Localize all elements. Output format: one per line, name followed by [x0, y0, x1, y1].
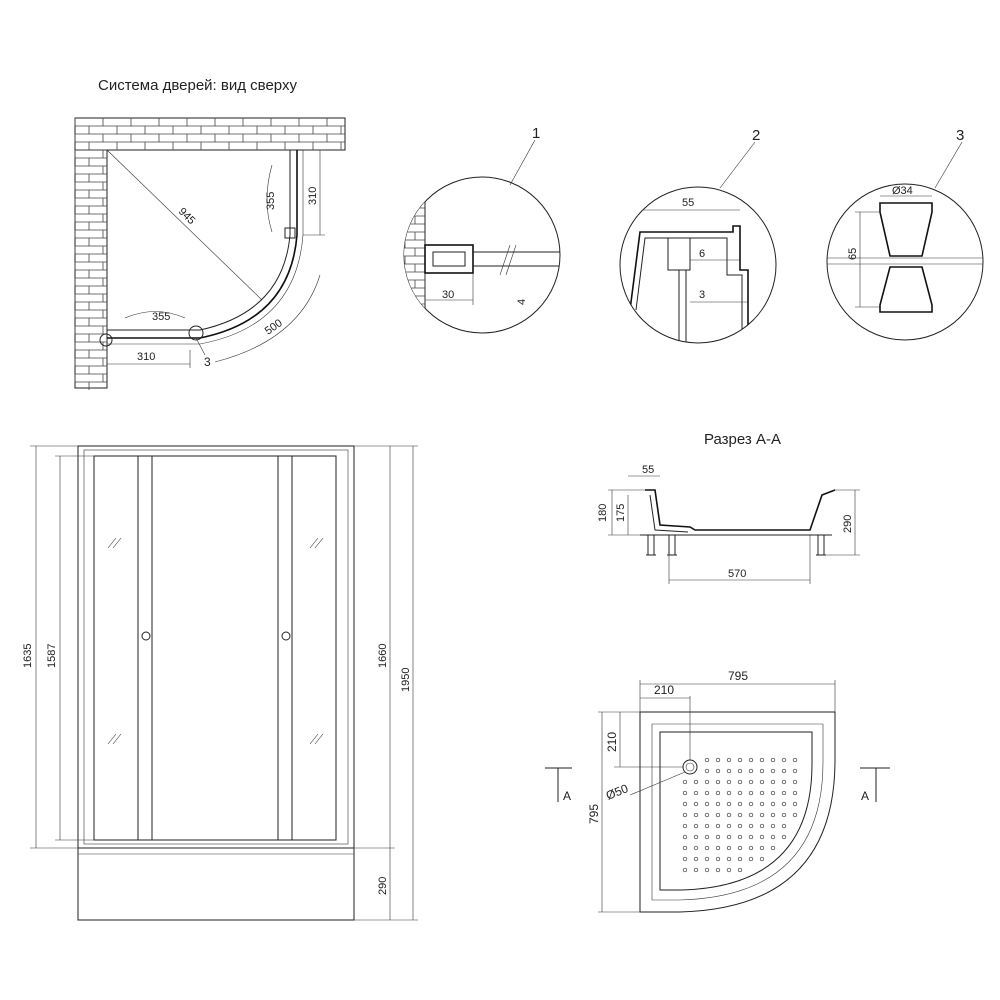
right-door-handle: [281, 631, 291, 641]
section-dim-570: 570: [728, 568, 746, 580]
right-310-label: 310: [307, 187, 319, 205]
detail-3: 3 Ø34 65: [826, 127, 984, 341]
section-dim-55: 55: [642, 464, 654, 476]
front-view: 1635 1587 1660 1950 290: [22, 445, 418, 921]
dim-290-label: 290: [377, 877, 389, 895]
drain-diameter-leader: [629, 771, 686, 796]
section-dim-290: 290: [842, 515, 854, 533]
detail-2-tray-edge: [629, 225, 749, 343]
curved-door-frame: [107, 150, 304, 345]
hinge-circle-left: [99, 333, 113, 347]
hinge-block-right: [284, 227, 296, 239]
radius-dimension-arc: [214, 274, 321, 363]
detail-2-dim-3: 3: [699, 289, 705, 301]
right-fixed-panel: [291, 455, 337, 841]
section-dim-180: 180: [597, 504, 609, 522]
left-door-handle: [141, 631, 151, 641]
left-fixed-panel: [93, 455, 139, 841]
detail-3-number: 3: [956, 127, 964, 144]
tray-plan: 795 210 795 210 Ø50 A A: [545, 669, 890, 913]
bottom-door-swing-arc: [124, 311, 186, 319]
bottom-355-label: 355: [152, 311, 170, 323]
tray-front: [77, 847, 355, 921]
dim-1950-label: 1950: [400, 668, 412, 692]
bottom-310-label: 310: [137, 351, 155, 363]
detail-2-number: 2: [752, 127, 760, 144]
section-mark-right: A: [860, 767, 890, 803]
diagonal-label: 945: [176, 206, 197, 227]
section-mark-right-label: A: [861, 789, 869, 803]
section-tray-profile: [645, 489, 836, 531]
cabin-frame: [77, 445, 355, 849]
detail-3-knob-bottom: [879, 266, 933, 313]
tray-depth-label: 795: [587, 804, 601, 824]
detail-3-knob-top: [879, 202, 933, 257]
tray-anti-slip-dots: [682, 757, 798, 873]
dim-1635-label: 1635: [22, 644, 34, 668]
curved-door-inner: [107, 150, 291, 331]
hinge-circle-bottom: [188, 325, 204, 341]
top-view-callout-3: 3: [204, 355, 211, 369]
top-view: Система дверей: вид сверху 945 500 310 3…: [74, 77, 346, 390]
section-title: Разрез А-А: [704, 431, 781, 448]
detail-1-circle: [403, 176, 561, 334]
detail-2-dim-6: 6: [699, 248, 705, 260]
tray-outline: [639, 711, 836, 913]
detail-3-circle: [826, 183, 984, 341]
glass-reflection-marks: [107, 537, 324, 745]
drain-diameter-label: Ø50: [604, 781, 631, 803]
detail-2-circle: [619, 186, 777, 344]
diagonal-dimension-line: [106, 149, 263, 301]
tray-width-label: 795: [728, 669, 748, 683]
section-mark-left-label: A: [563, 789, 571, 803]
drain-y-label: 210: [605, 732, 619, 752]
detail-1: 1 30 4: [403, 125, 561, 334]
curved-door-outer: [107, 150, 298, 339]
detail-1-profile: [424, 244, 474, 274]
radius-label: 500: [263, 317, 285, 337]
right-door-swing-arc: [266, 164, 273, 233]
top-view-title: Система дверей: вид сверху: [98, 77, 297, 94]
section-dim-175: 175: [615, 504, 627, 522]
dim-1587-label: 1587: [46, 644, 58, 668]
section-mark-left: A: [545, 767, 572, 803]
brick-wall: [74, 117, 346, 390]
drain-x-label: 210: [654, 683, 674, 697]
tray-basin: [659, 731, 813, 891]
section-aa: Разрез А-А 55 180 175 290 570: [597, 431, 860, 584]
section-leg-right: [817, 534, 825, 556]
detail-1-dim-4: 4: [516, 299, 528, 305]
detail-1-number: 1: [532, 125, 540, 142]
detail-3-dim-65: 65: [847, 248, 859, 260]
section-leg-left: [647, 534, 655, 556]
center-door-panel: [151, 455, 279, 841]
detail-2-dim-55: 55: [682, 197, 694, 209]
detail-3-dim-34: Ø34: [892, 185, 913, 197]
right-355-label: 355: [265, 192, 277, 210]
detail-1-dim-30: 30: [442, 289, 454, 301]
dim-1660-label: 1660: [377, 644, 389, 668]
drain-hole: [682, 759, 698, 775]
detail-2: 2 55 6 3: [619, 127, 777, 344]
